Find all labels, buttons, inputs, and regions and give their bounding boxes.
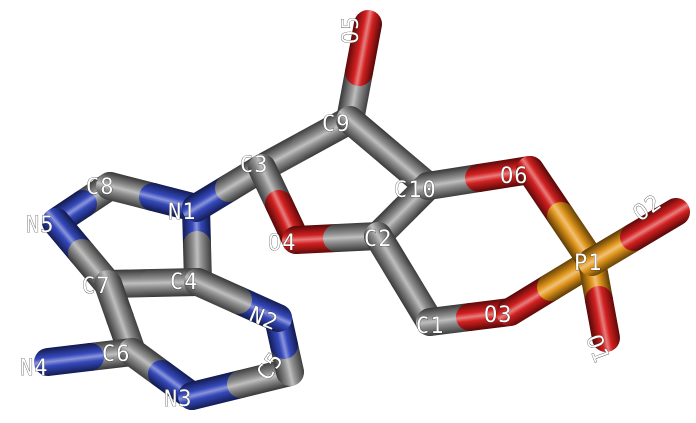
- bond-layer: [34, 10, 690, 410]
- atom-label-c8: C8: [86, 175, 115, 200]
- bond-o1-p1: [585, 286, 620, 352]
- bond-o5-c9: [345, 10, 382, 86]
- bond-c4-n2: [184, 268, 252, 314]
- atom-label-n3: N3: [164, 387, 193, 412]
- bond-o2-p1: [620, 198, 690, 251]
- atom-label-c2: C2: [364, 227, 393, 252]
- atom-label-c7: C7: [82, 274, 111, 299]
- atom-label-n1: N1: [168, 200, 197, 225]
- atom-label-c1: C1: [416, 314, 445, 339]
- atom-label-c10: C10: [394, 178, 437, 203]
- atom-label-o5: O5: [339, 16, 364, 45]
- atom-label-o6: O6: [500, 164, 529, 189]
- atom-label-n5: N5: [26, 213, 55, 238]
- atom-label-c4: C4: [170, 270, 199, 295]
- atom-label-p1: P1: [574, 251, 603, 276]
- atom-label-c9: C9: [322, 112, 351, 137]
- atom-label-n4: N4: [20, 356, 49, 381]
- atom-label-o3: O3: [484, 303, 513, 328]
- atom-label-c3: C3: [240, 153, 269, 178]
- bond-n4-c6: [34, 343, 104, 376]
- atom-label-c6: C6: [102, 342, 131, 367]
- atom-label-o4: O4: [268, 231, 297, 256]
